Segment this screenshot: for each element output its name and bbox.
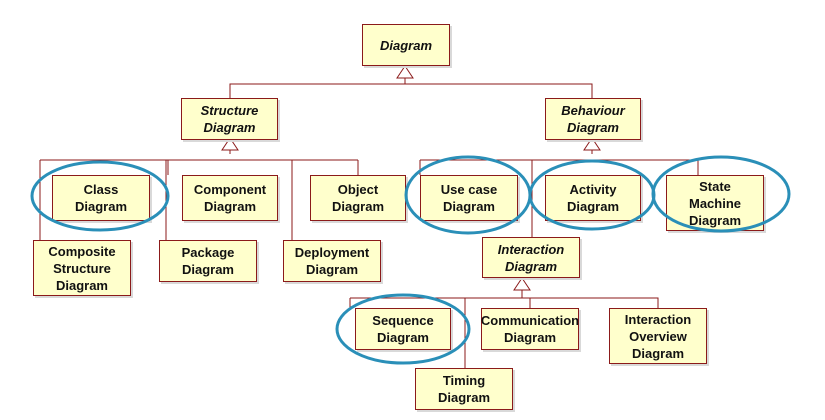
use-case-diagram-box: Use case Diagram — [420, 175, 518, 221]
communication-diagram-box: Communication Diagram — [481, 308, 579, 350]
sequence-diagram-box: Sequence Diagram — [355, 308, 451, 350]
interaction-overview-diagram-box: Interaction Overview Diagram — [609, 308, 707, 364]
state-machine-diagram-box: State Machine Diagram — [666, 175, 764, 231]
activity-diagram-box: Activity Diagram — [545, 175, 641, 221]
deployment-diagram-box: Deployment Diagram — [283, 240, 381, 282]
package-diagram-box: Package Diagram — [159, 240, 257, 282]
composite-structure-diagram-box: Composite Structure Diagram — [33, 240, 131, 296]
structure-diagram-box: Structure Diagram — [181, 98, 278, 140]
timing-diagram-box: Timing Diagram — [415, 368, 513, 410]
component-diagram-box: Component Diagram — [182, 175, 278, 221]
interaction-diagram-box: Interaction Diagram — [482, 237, 580, 278]
object-diagram-box: Object Diagram — [310, 175, 406, 221]
class-diagram-box: Class Diagram — [52, 175, 150, 221]
behaviour-diagram-box: Behaviour Diagram — [545, 98, 641, 140]
diagram-root-box: Diagram — [362, 24, 450, 66]
